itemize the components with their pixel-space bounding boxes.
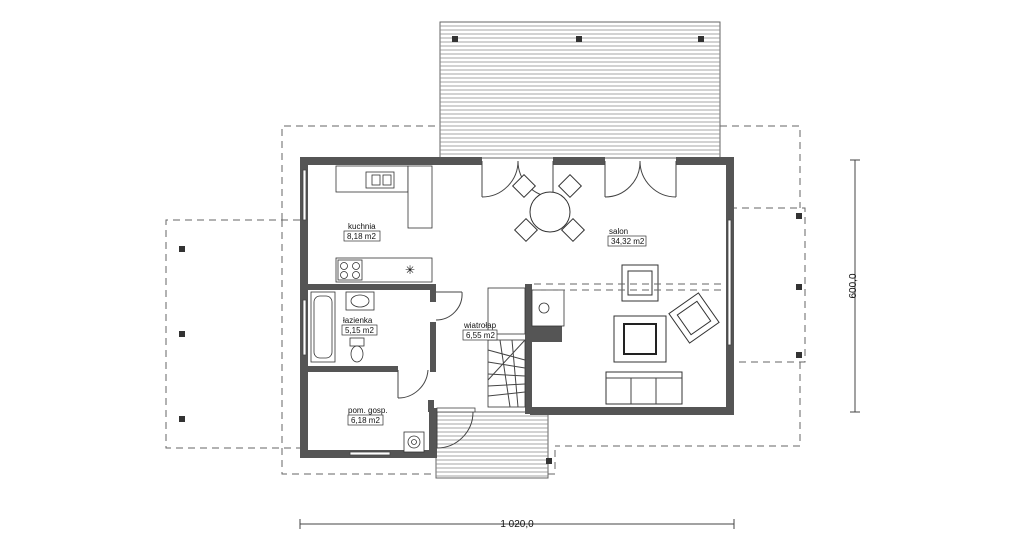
roof-outline <box>165 125 806 475</box>
interior-walls <box>308 284 562 414</box>
post-marker <box>546 458 552 464</box>
armchair <box>668 292 720 344</box>
staircase <box>487 339 526 408</box>
wardrobe <box>487 287 526 335</box>
chair <box>557 173 583 199</box>
chair <box>511 173 537 199</box>
post-marker <box>796 213 802 219</box>
dimension-lines: 1 020,0 600,0 <box>299 159 860 530</box>
hall-fixtures <box>487 287 565 408</box>
toilet <box>349 337 365 347</box>
kitchen-area: 8,18 m2 <box>347 232 376 241</box>
hall-area: 6,55 m2 <box>466 331 495 340</box>
bathroom-fixtures <box>310 291 375 363</box>
hall-name: wiatrołap <box>463 321 497 330</box>
post-marker <box>179 331 185 337</box>
post-marker <box>576 36 582 42</box>
bathroom-area: 5,15 m2 <box>345 326 374 335</box>
dining-table <box>529 191 571 233</box>
kitchen-furniture: ✳ <box>335 165 433 283</box>
post-marker <box>698 36 704 42</box>
living-furniture <box>511 173 726 405</box>
post-marker <box>796 284 802 290</box>
width-dimension: 1 020,0 <box>500 519 534 530</box>
windows <box>302 169 732 456</box>
post-marker <box>179 246 185 252</box>
kitchen-counter-side <box>407 165 433 229</box>
doors <box>397 160 677 449</box>
room-labels: kuchnia 8,18 m2 łazienka 5,15 m2 wiatroł… <box>341 222 647 426</box>
entrance-deck <box>435 411 549 479</box>
depth-dimension: 600,0 <box>848 273 859 298</box>
fan-icon: ✳ <box>405 263 415 277</box>
utility-name: pom. gosp. <box>348 406 388 415</box>
chair <box>513 217 539 243</box>
post-marker <box>452 36 458 42</box>
chair <box>560 217 586 243</box>
post-marker <box>179 416 185 422</box>
utility-area: 6,18 m2 <box>351 416 380 425</box>
post-marker <box>796 352 802 358</box>
bathroom-name: łazienka <box>343 316 373 325</box>
living-area: 34,32 m2 <box>611 237 645 246</box>
sofa <box>605 371 683 405</box>
terrace-top <box>439 21 721 159</box>
living-name: salon <box>609 227 628 236</box>
kitchen-name: kuchnia <box>348 222 376 231</box>
utility-fixtures <box>403 431 425 453</box>
